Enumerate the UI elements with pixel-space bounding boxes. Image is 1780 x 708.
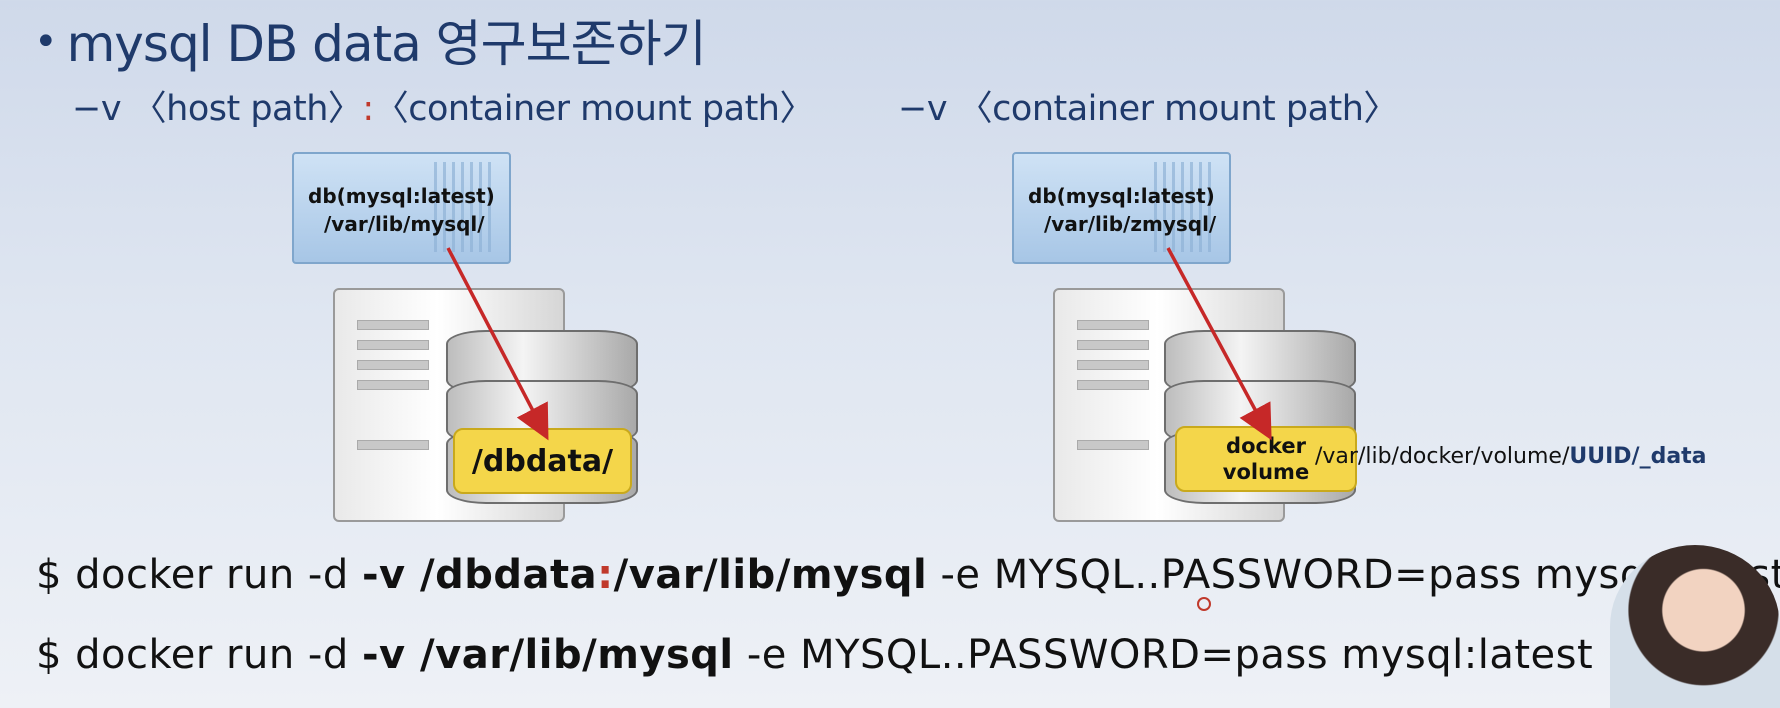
command-1-mount-path: /var/lib/mysql (613, 552, 928, 598)
command-2-prefix: $ docker run -d (36, 632, 362, 678)
bullet-icon: • (34, 19, 58, 65)
command-2-suffix: -e MYSQL..PASSWORD=pass mysql:latest (733, 632, 1594, 678)
left-heading-colon: : (362, 89, 374, 129)
command-1-host-flag: -v /dbdata (361, 552, 598, 598)
command-2-flag: -v /var/lib/mysql (361, 632, 734, 678)
right-volume-path-uuid: UUID/_data (1569, 444, 1707, 469)
pointer-icon (1197, 597, 1211, 611)
command-line-2: $ docker run -d -v /var/lib/mysql -e MYS… (36, 632, 1593, 678)
right-container-name: db(mysql:latest) (1028, 184, 1215, 208)
left-container-name: db(mysql:latest) (308, 184, 495, 208)
command-1-prefix: $ docker run -d (36, 552, 362, 598)
right-volume-label-text: docker volume (1222, 434, 1310, 484)
left-container-icon: db(mysql:latest) /var/lib/mysql/ (292, 152, 511, 264)
left-volume-label: /dbdata/ (453, 428, 632, 494)
command-line-1: $ docker run -d -v /dbdata:/var/lib/mysq… (36, 552, 1780, 598)
right-container-path: /var/lib/zmysql/ (1044, 212, 1217, 236)
right-container-icon: db(mysql:latest) /var/lib/zmysql/ (1012, 152, 1231, 264)
slide-title: •mysql DB data 영구보존하기 (34, 4, 707, 76)
left-container-path: /var/lib/mysql/ (324, 212, 485, 236)
right-volume-path: /var/lib/docker/volume/UUID/_data (1315, 444, 1707, 469)
command-1-colon: : (597, 552, 614, 598)
left-heading-suffix: 〈container mount path〉 (373, 89, 815, 129)
slide-title-text: mysql DB data 영구보존하기 (66, 15, 707, 73)
left-heading-prefix: −v 〈host path〉 (72, 89, 363, 129)
right-heading: −v 〈container mount path〉 (898, 89, 1398, 129)
presenter-avatar (1610, 545, 1780, 708)
right-volume-path-prefix: /var/lib/docker/volume/ (1315, 444, 1570, 469)
left-heading: −v 〈host path〉:〈container mount path〉 (72, 80, 814, 131)
